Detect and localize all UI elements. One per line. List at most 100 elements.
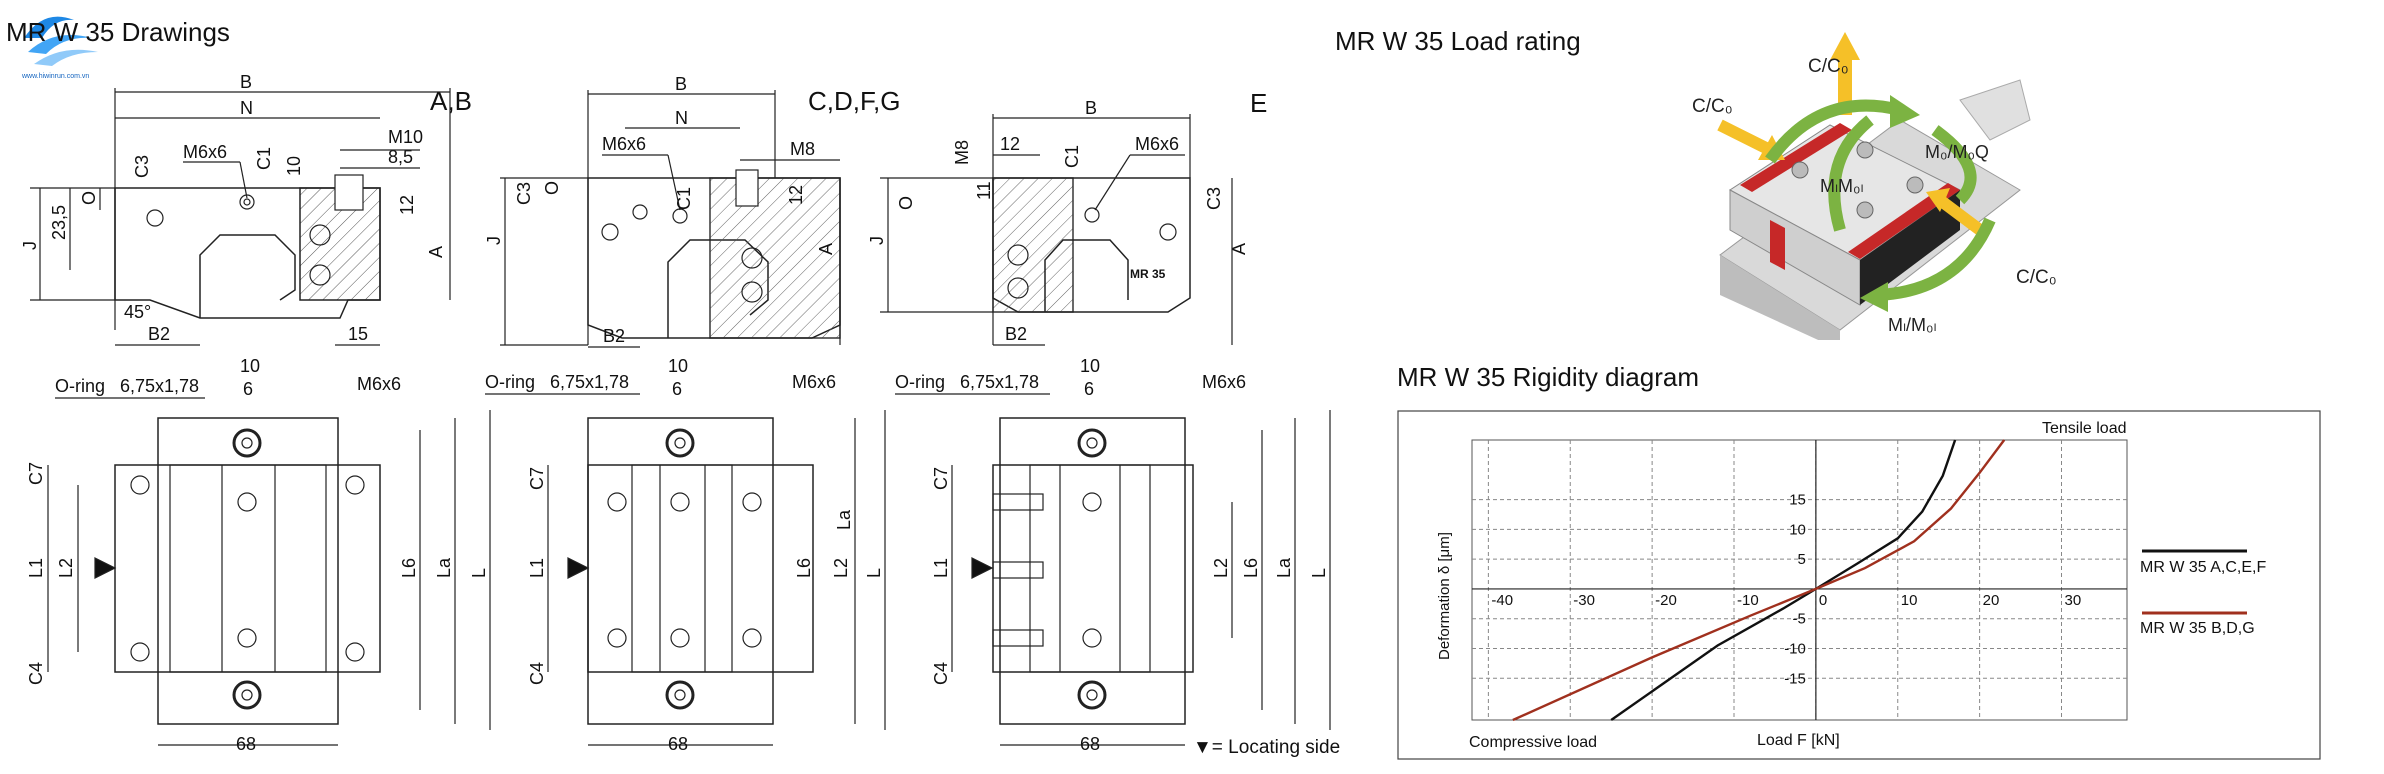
dim-n-cdfg: N xyxy=(675,108,688,128)
dim-c3-cdfg: C3 xyxy=(514,182,534,205)
dim-m8-e: M8 xyxy=(952,140,972,165)
series-line-2 xyxy=(1512,439,2006,722)
dim-c3-ab: C3 xyxy=(132,155,152,178)
dim-thread-bv2: M6x6 xyxy=(792,372,836,392)
x-tick-label: 20 xyxy=(1983,592,2000,609)
oring-size-3: 6,75x1,78 xyxy=(960,372,1039,392)
dim-c7-bv2: C7 xyxy=(527,467,547,490)
label-m-right: M₀/M₀Q xyxy=(1925,142,1989,162)
x-tick-label: -30 xyxy=(1573,592,1595,609)
dim-j-e: J xyxy=(867,236,887,245)
dim-l2-bv3: L2 xyxy=(1211,558,1231,578)
dim-c4-bv2: C4 xyxy=(527,662,547,685)
dim-n-ab: N xyxy=(240,98,253,118)
dim-l2-bv2: L2 xyxy=(831,558,851,578)
dim-6-bv1: 6 xyxy=(243,379,253,399)
dim-b2-ab: B2 xyxy=(148,324,170,344)
dim-la-bv1: La xyxy=(434,557,454,578)
y-tick-label: -5 xyxy=(1793,611,1806,628)
dim-l-bv2: L xyxy=(864,568,884,578)
x-tick-label: 10 xyxy=(1901,592,1918,609)
dim-10-bv3: 10 xyxy=(1080,356,1100,376)
dim-l-bv1: L xyxy=(469,568,489,578)
top-view-cdfg: C,D,F,G B N M6x6 C1 M8 C3 O J 12 A B2 xyxy=(484,74,900,348)
dim-m8-cdfg: M8 xyxy=(790,139,815,159)
dim-10-bv1: 10 xyxy=(240,356,260,376)
dim-c7-bv3: C7 xyxy=(931,467,951,490)
compressive-label: Compressive load xyxy=(1469,734,1597,751)
dim-l-bv3: L xyxy=(1309,568,1329,578)
dim-b-cdfg: B xyxy=(675,74,687,94)
dim-thread-bv3: M6x6 xyxy=(1202,372,1246,392)
variant-label-cdfg: C,D,F,G xyxy=(808,86,900,116)
dim-85-ab: 8,5 xyxy=(388,147,413,167)
x-tick-label: -40 xyxy=(1491,592,1513,609)
tensile-label: Tensile load xyxy=(2042,420,2127,437)
dim-12-e: 12 xyxy=(1000,134,1020,154)
dim-j-cdfg: J xyxy=(484,236,504,245)
oring-label-2: O-ring xyxy=(485,372,535,392)
y-tick-label: -10 xyxy=(1784,641,1806,658)
label-c-left: C/C₀ xyxy=(1692,96,1733,117)
dim-thread-ab: M6x6 xyxy=(183,142,227,162)
x-tick-label: 30 xyxy=(2065,592,2082,609)
dim-la-bv3: La xyxy=(1274,557,1294,578)
top-view-e: E MR 35 B 12 M6x6 M8 11 C1 O C3 J A B2 xyxy=(867,88,1267,346)
dim-c1-e: C1 xyxy=(1062,145,1082,168)
dim-l1-bv1: L1 xyxy=(26,558,46,578)
label-c-top: C/C₀ xyxy=(1808,56,1849,77)
legend: MR W 35 A,C,E,F MR W 35 B,D,G xyxy=(2140,549,2266,637)
dim-c1-ab: C1 xyxy=(254,147,274,170)
dim-68-bv3: 68 xyxy=(1080,734,1100,754)
drawings-svg: A,B B N M6x6 C1 10 M10 8,5 C3 O xyxy=(20,72,1340,758)
y-tick-label: 15 xyxy=(1789,492,1806,509)
load-rating-illustration: C/C₀ C/C₀ M₀/M₀Q MₗM₀ₗ C/C₀ Mₗ/M₀ₗ xyxy=(1692,32,2057,340)
dim-b2-cdfg: B2 xyxy=(603,326,625,346)
dim-l6-bv2: L6 xyxy=(794,558,814,578)
company-logo: www.hiwinrun.com.vn xyxy=(21,16,98,80)
plot-area xyxy=(1471,439,2128,721)
legend-label-2: MR W 35 B,D,G xyxy=(2140,620,2255,637)
dim-o-ab: O xyxy=(79,191,99,205)
x-axis-label: Load F [kN] xyxy=(1757,732,1840,749)
dim-c4-bv1: C4 xyxy=(26,662,46,685)
bottom-view-3: O-ring 6,75x1,78 10 6 M6x6 C7 L1 C4 L2 L… xyxy=(895,356,1331,754)
rigidity-title: MR W 35 Rigidity diagram xyxy=(1397,362,1699,392)
dim-c1-cdfg: C1 xyxy=(674,187,694,210)
dim-l1-bv3: L1 xyxy=(931,558,951,578)
dim-l2-bv1: L2 xyxy=(56,558,76,578)
oring-size-1: 6,75x1,78 xyxy=(120,376,199,396)
dim-l1-bv2: L1 xyxy=(527,558,547,578)
y-tick-label: -15 xyxy=(1784,670,1806,687)
mr35-mark: MR 35 xyxy=(1130,267,1166,281)
x-tick-label: -10 xyxy=(1737,592,1759,609)
dim-thread-e: M6x6 xyxy=(1135,134,1179,154)
load-rating-title: MR W 35 Load rating xyxy=(1335,26,1581,56)
y-tick-label: 5 xyxy=(1798,551,1806,568)
drawings-title: MR W 35 Drawings xyxy=(6,17,230,47)
y-tick-label: 10 xyxy=(1789,521,1806,538)
dim-a-ab: A xyxy=(426,246,446,258)
variant-label-ab: A,B xyxy=(430,86,472,116)
dim-10-bv2: 10 xyxy=(668,356,688,376)
dim-b-e: B xyxy=(1085,98,1097,118)
dim-b-ab: B xyxy=(240,72,252,92)
dim-c7-bv1: C7 xyxy=(26,462,46,485)
variant-label-e: E xyxy=(1250,88,1267,118)
dim-j-ab: J xyxy=(20,241,40,250)
locating-side-note: ▼= Locating side xyxy=(1193,737,1340,758)
dim-15-ab: 15 xyxy=(348,324,368,344)
dim-a-e: A xyxy=(1229,243,1249,255)
dim-6-bv3: 6 xyxy=(1084,379,1094,399)
x-tick-label: -20 xyxy=(1655,592,1677,609)
dim-l6-bv3: L6 xyxy=(1241,558,1261,578)
dim-235-ab: 23,5 xyxy=(49,205,69,240)
dim-thread-bv1: M6x6 xyxy=(357,374,401,394)
dim-angle-ab: 45° xyxy=(124,302,151,322)
dim-11-e: 11 xyxy=(974,181,994,200)
dim-68-bv1: 68 xyxy=(236,734,256,754)
logo-url: www.hiwinrun.com.vn xyxy=(21,73,89,80)
dim-l6-bv1: L6 xyxy=(399,558,419,578)
dim-c3-e: C3 xyxy=(1204,187,1224,210)
